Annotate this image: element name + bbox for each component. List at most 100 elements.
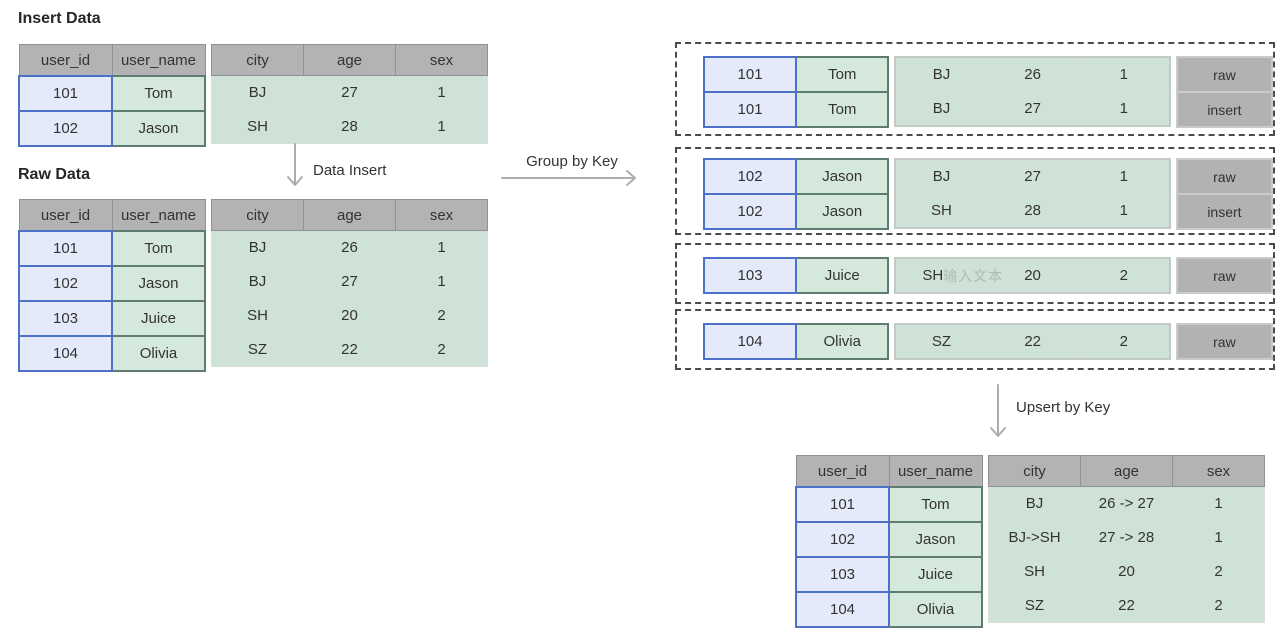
cell-user-name: Olivia bbox=[795, 323, 890, 360]
table-row: 102 Jason bbox=[795, 521, 983, 558]
table-row: SZ 22 2 bbox=[894, 323, 1171, 360]
raw-value-columns: city age sex BJ 26 1 BJ 27 1 SH 20 2 SZ … bbox=[211, 199, 488, 367]
table-row: SH 28 1 bbox=[894, 193, 1171, 229]
cell-sex: 1 bbox=[395, 230, 488, 265]
group-rows: 101 Tom 101 Tom BJ 26 1 BJ 27 1 raw inse… bbox=[702, 56, 1274, 128]
cell-sex: 1 bbox=[1172, 520, 1265, 555]
table-row: BJ->SH 27 -> 28 1 bbox=[988, 520, 1265, 555]
table-row: raw bbox=[1175, 323, 1274, 360]
cell-user-id: 102 bbox=[18, 265, 113, 302]
group-value-columns: SZ 22 2 bbox=[894, 323, 1171, 360]
row-tag: raw bbox=[1175, 158, 1274, 195]
cell-age: 27 bbox=[986, 158, 1079, 194]
upsert-by-key-label: Upsert by Key bbox=[1016, 399, 1111, 416]
col-header-sex: sex bbox=[395, 44, 488, 76]
group-box-104: 104 Olivia SZ 22 2 raw bbox=[675, 309, 1275, 370]
cell-sex: 1 bbox=[1077, 193, 1171, 229]
cell-user-id: 104 bbox=[795, 591, 890, 628]
table-row: raw bbox=[1175, 257, 1274, 294]
cell-sex: 2 bbox=[1172, 554, 1265, 589]
cell-user-id: 103 bbox=[18, 300, 113, 337]
col-header-sex: sex bbox=[395, 199, 488, 231]
cell-user-name: Jason bbox=[795, 158, 890, 195]
group-key-columns: 102 Jason 102 Jason bbox=[702, 158, 890, 230]
cell-user-name: Jason bbox=[111, 110, 206, 147]
table-row: 104 Olivia bbox=[18, 335, 206, 372]
table-row: 103 Juice bbox=[795, 556, 983, 593]
raw-key-columns: user_id user_name 101 Tom 102 Jason 103 … bbox=[18, 199, 206, 372]
row-tag: insert bbox=[1175, 193, 1274, 230]
cell-user-id: 101 bbox=[795, 486, 890, 523]
col-header-user-id: user_id bbox=[795, 455, 890, 488]
cell-user-name: Juice bbox=[888, 556, 983, 593]
cell-city: BJ bbox=[211, 264, 304, 299]
col-header-city: city bbox=[211, 44, 304, 76]
group-rows: 102 Jason 102 Jason BJ 27 1 SH 28 1 raw … bbox=[702, 158, 1274, 230]
group-by-key-label: Group by Key bbox=[526, 153, 618, 170]
cell-sex: 1 bbox=[1077, 158, 1171, 194]
cell-user-id: 102 bbox=[702, 158, 798, 195]
group-tag-column: raw bbox=[1175, 323, 1274, 360]
group-tag-column: raw insert bbox=[1175, 158, 1274, 230]
row-tag: raw bbox=[1175, 257, 1274, 294]
cell-user-name: Tom bbox=[111, 230, 206, 267]
cell-sex: 2 bbox=[1077, 323, 1171, 360]
group-box-102: 102 Jason 102 Jason BJ 27 1 SH 28 1 raw … bbox=[675, 147, 1275, 235]
table-row: BJ 27 1 bbox=[211, 75, 488, 110]
cell-city: SZ bbox=[988, 588, 1081, 623]
table-row: 103 Juice bbox=[702, 257, 890, 294]
cell-age: 27 bbox=[986, 91, 1079, 127]
col-header-user-name: user_name bbox=[111, 44, 206, 77]
row-tag: insert bbox=[1175, 91, 1274, 128]
col-header-city: city bbox=[988, 455, 1081, 487]
cell-user-id: 102 bbox=[702, 193, 798, 230]
col-header-age: age bbox=[303, 199, 396, 231]
cell-user-id: 101 bbox=[702, 91, 798, 128]
header-row: user_id user_name bbox=[18, 199, 206, 232]
table-row: 104 Olivia bbox=[702, 323, 890, 360]
cell-sex: 1 bbox=[1077, 91, 1171, 127]
cell-sex: 1 bbox=[395, 109, 488, 144]
cell-sex: 1 bbox=[395, 264, 488, 299]
cell-city: BJ->SH bbox=[988, 520, 1081, 555]
insert-value-columns: city age sex BJ 27 1 SH 28 1 bbox=[211, 44, 488, 144]
cell-user-id: 101 bbox=[702, 56, 798, 93]
cell-user-name: Tom bbox=[111, 75, 206, 112]
cell-age: 28 bbox=[303, 109, 396, 144]
table-row: SH 28 1 bbox=[211, 109, 488, 144]
cell-age: 20 bbox=[303, 298, 396, 333]
col-header-user-id: user_id bbox=[18, 44, 113, 77]
cell-user-name: Olivia bbox=[888, 591, 983, 628]
insert-data-title: Insert Data bbox=[18, 10, 101, 27]
header-row: user_id user_name bbox=[18, 44, 206, 77]
cell-city: BJ bbox=[211, 230, 304, 265]
table-row: 102 Jason bbox=[18, 110, 206, 147]
cell-user-name: Juice bbox=[795, 257, 890, 294]
table-row: raw bbox=[1175, 158, 1274, 195]
cell-user-name: Jason bbox=[111, 265, 206, 302]
cell-age: 27 -> 28 bbox=[1080, 520, 1173, 555]
table-row: BJ 27 1 bbox=[211, 264, 488, 299]
header-row: city age sex bbox=[988, 455, 1265, 487]
cell-city: SZ bbox=[211, 332, 304, 367]
city-value: SH bbox=[922, 267, 944, 284]
cell-user-name: Tom bbox=[888, 486, 983, 523]
table-row: insert bbox=[1175, 91, 1274, 128]
group-value-columns: BJ 26 1 BJ 27 1 bbox=[894, 56, 1171, 127]
cell-user-name: Juice bbox=[111, 300, 206, 337]
cell-user-id: 102 bbox=[18, 110, 113, 147]
table-row: BJ 27 1 bbox=[894, 91, 1171, 127]
header-row: user_id user_name bbox=[795, 455, 983, 488]
table-row: SH 20 2 bbox=[211, 298, 488, 333]
col-header-user-name: user_name bbox=[111, 199, 206, 232]
cell-age: 26 bbox=[303, 230, 396, 265]
col-header-user-name: user_name bbox=[888, 455, 983, 488]
result-value-columns: city age sex BJ 26 -> 27 1 BJ->SH 27 -> … bbox=[988, 455, 1265, 623]
row-tag: raw bbox=[1175, 56, 1274, 93]
group-box-101: 101 Tom 101 Tom BJ 26 1 BJ 27 1 raw inse… bbox=[675, 42, 1275, 136]
input-text-placeholder: 输入文本 bbox=[943, 267, 1004, 284]
